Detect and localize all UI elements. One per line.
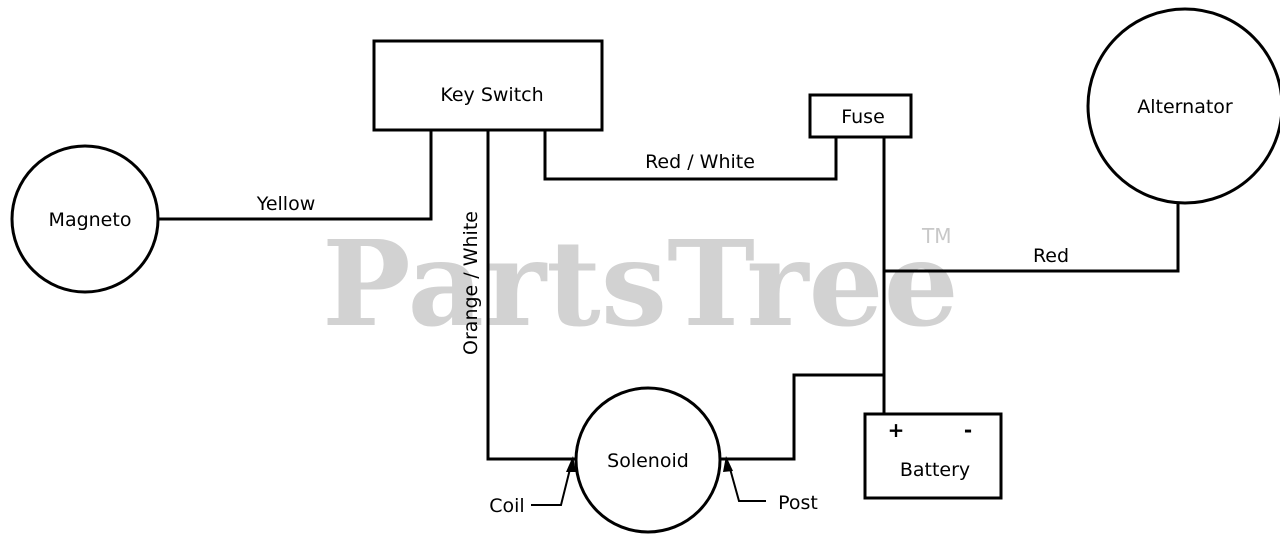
wire-label-orange-white: Orange / White: [460, 211, 482, 355]
magneto-label: Magneto: [49, 209, 132, 231]
coil-terminal: Coil: [489, 456, 576, 517]
wire-label-yellow: Yellow: [256, 193, 316, 215]
key-switch-label: Key Switch: [440, 84, 543, 106]
wire-label-red-white: Red / White: [645, 151, 755, 173]
fuse: Fuse: [808, 93, 913, 139]
key-switch: Key Switch: [372, 39, 604, 132]
magneto: Magneto: [10, 144, 160, 294]
coil-arrow-icon: [566, 456, 576, 472]
wire-solenoid-post: [719, 373, 884, 461]
battery-label: Battery: [900, 459, 970, 481]
fuse-label: Fuse: [841, 106, 885, 128]
watermark-text: PartsTree: [322, 214, 959, 353]
post-pointer-line: [728, 464, 766, 502]
coil-label: Coil: [489, 495, 524, 517]
post-terminal: Post: [723, 456, 818, 514]
wire-red-white: [543, 130, 838, 181]
wire-orange-white: [486, 130, 577, 461]
battery-positive: +: [888, 418, 905, 442]
alternator-label: Alternator: [1137, 96, 1233, 118]
wire-label-red: Red: [1033, 245, 1069, 267]
watermark-trademark: TM: [921, 224, 951, 248]
solenoid-label: Solenoid: [607, 450, 689, 472]
post-arrow-icon: [723, 456, 733, 472]
post-label: Post: [778, 492, 818, 514]
alternator: Alternator: [1086, 7, 1280, 205]
wire-red: [884, 198, 1180, 273]
battery: + - Battery: [863, 412, 1003, 500]
coil-pointer-line: [531, 464, 572, 506]
battery-box: [863, 412, 1003, 500]
fuse-box: [808, 93, 913, 139]
parts-tree-watermark: PartsTree TM: [322, 214, 959, 353]
magneto-circle: [10, 144, 160, 294]
solenoid-circle: [574, 386, 722, 534]
key-switch-box: [372, 39, 604, 132]
solenoid: Solenoid: [574, 386, 722, 534]
battery-negative: -: [964, 418, 972, 442]
wires: [158, 130, 1180, 461]
wire-yellow: [158, 130, 433, 221]
alternator-circle: [1086, 7, 1280, 205]
